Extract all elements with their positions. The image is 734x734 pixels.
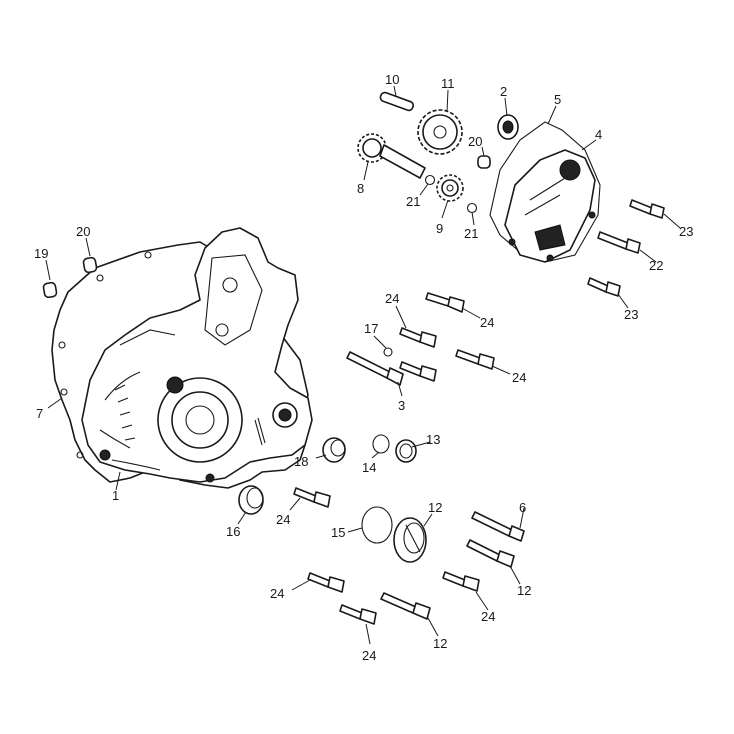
callout-24-d: 24	[276, 512, 290, 527]
callout-5: 5	[554, 92, 561, 107]
bolt-24g	[307, 572, 345, 593]
bolt-12b	[380, 592, 431, 620]
circlip-21a	[424, 174, 436, 186]
callout-20-left-a: 19	[34, 246, 48, 261]
callout-20-upper: 20	[468, 134, 482, 149]
callout-24-b: 24	[385, 291, 399, 306]
callout-24-g: 24	[362, 648, 376, 663]
pin-10	[379, 91, 415, 112]
plug-15	[393, 517, 427, 563]
bolt-24e	[293, 487, 331, 508]
crankcase-cover-1	[81, 227, 313, 483]
callout-3: 3	[398, 398, 405, 413]
callout-24-f: 24	[270, 586, 284, 601]
o-ring-14	[372, 434, 390, 454]
callout-9: 9	[436, 221, 443, 236]
callout-21-a: 21	[406, 194, 420, 209]
seal-13	[395, 439, 417, 463]
callout-24-a: 24	[480, 315, 494, 330]
bolt-6	[471, 511, 525, 542]
bolt-24d	[399, 361, 437, 382]
shaft-gear-8	[357, 133, 426, 179]
callout-4: 4	[595, 127, 602, 142]
callout-24-e: 24	[481, 609, 495, 624]
callout-23-b: 23	[624, 307, 638, 322]
gear-9	[436, 174, 464, 202]
callout-22: 22	[649, 258, 663, 273]
callout-19: 18	[294, 454, 308, 469]
callout-20-left-b: 20	[76, 224, 90, 239]
washer-18	[383, 347, 393, 357]
callout-12-a: 12	[517, 583, 531, 598]
callout-10: 10	[385, 72, 399, 87]
callout-24-c: 24	[512, 370, 526, 385]
bearing-2	[497, 114, 519, 140]
callout-8: 8	[357, 181, 364, 196]
callout-11: 11	[441, 76, 455, 91]
bolt-23a	[629, 199, 665, 219]
gear-11	[417, 109, 463, 155]
o-ring-16	[361, 506, 393, 544]
circlip-21b	[466, 202, 478, 214]
callout-1: 1	[112, 488, 119, 503]
callout-17: 16	[226, 524, 240, 539]
bolt-24c	[455, 349, 495, 370]
leader-lines	[45, 85, 681, 645]
callout-7: 7	[36, 406, 43, 421]
callout-18: 17	[364, 321, 378, 336]
callout-16: 15	[331, 525, 345, 540]
dowel-pin-20c	[477, 155, 491, 169]
callout-14: 14	[362, 460, 376, 475]
callout-labels: 10 11 2 5 4 20 8 21 9 21 23 22 23 24 24 …	[34, 72, 693, 663]
dowel-pin-20b	[82, 256, 98, 274]
pump-cover-4	[504, 149, 596, 263]
callout-15: 12	[428, 500, 442, 515]
callout-2: 2	[500, 84, 507, 99]
callout-21-b: 21	[464, 226, 478, 241]
bush-19	[322, 437, 346, 463]
bolt-12a	[466, 539, 515, 568]
bolt-23b	[587, 277, 621, 297]
bolt-24f	[442, 571, 480, 592]
callout-23-a: 23	[679, 224, 693, 239]
callout-12-b: 12	[433, 636, 447, 651]
dowel-pin-20a	[42, 281, 58, 299]
bolt-3	[346, 351, 404, 386]
callout-13: 13	[426, 432, 440, 447]
bolt-24a	[425, 292, 465, 313]
bolt-24h	[339, 604, 377, 625]
callout-6: 6	[519, 500, 526, 515]
bolt-24b	[399, 327, 437, 348]
bush-17	[238, 485, 264, 515]
bolt-22	[597, 231, 641, 254]
